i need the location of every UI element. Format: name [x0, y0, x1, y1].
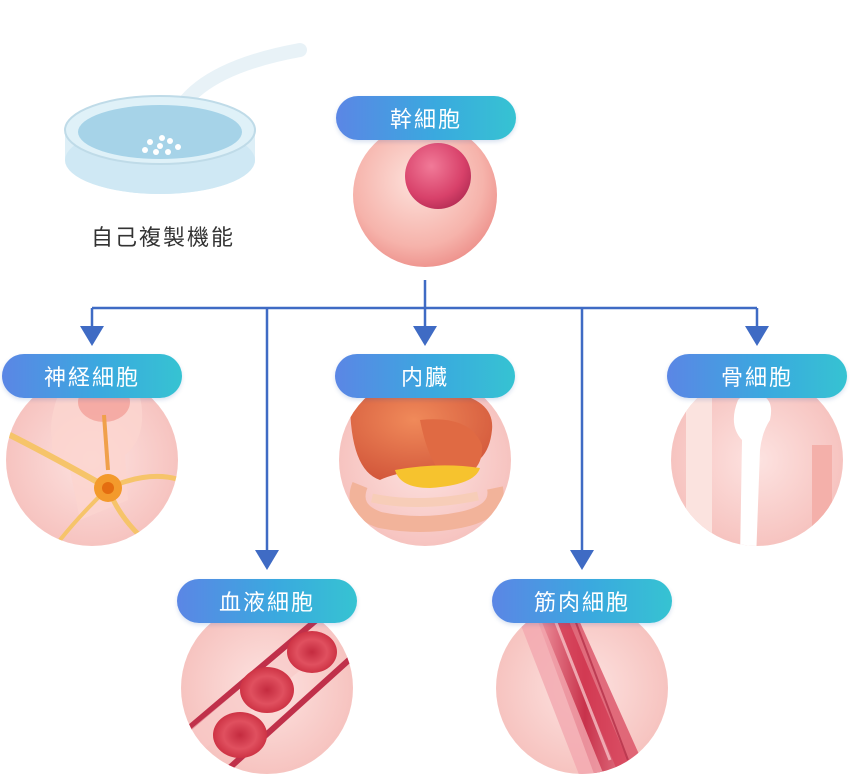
- bone-cell-pill: 骨細胞: [667, 354, 847, 398]
- arrow-down-icon: [413, 326, 437, 346]
- arrow-down-icon: [745, 326, 769, 346]
- muscle-fiber-icon: [496, 602, 668, 774]
- muscle-cell-pill: 筋肉細胞: [492, 579, 672, 623]
- petri-dish-icon: [64, 43, 307, 194]
- bone-icon: [671, 374, 843, 546]
- connector-lines: [90, 280, 759, 552]
- blood-cell-pill: 血液細胞: [177, 579, 357, 623]
- self-replication-label: 自己複製機能: [90, 226, 235, 251]
- neuron-icon: [6, 374, 178, 546]
- stem-cell-icon: [353, 123, 497, 267]
- arrow-down-icon: [255, 550, 279, 570]
- blood-cells-icon: [181, 602, 353, 774]
- organs-icon: [339, 374, 511, 546]
- neuron-pill: 神経細胞: [2, 354, 182, 398]
- arrow-down-icon: [80, 326, 104, 346]
- arrow-heads: [80, 326, 769, 570]
- arrow-down-icon: [570, 550, 594, 570]
- organs-pill: 内臓: [335, 354, 515, 398]
- stem-cell-pill: 幹細胞: [336, 96, 516, 140]
